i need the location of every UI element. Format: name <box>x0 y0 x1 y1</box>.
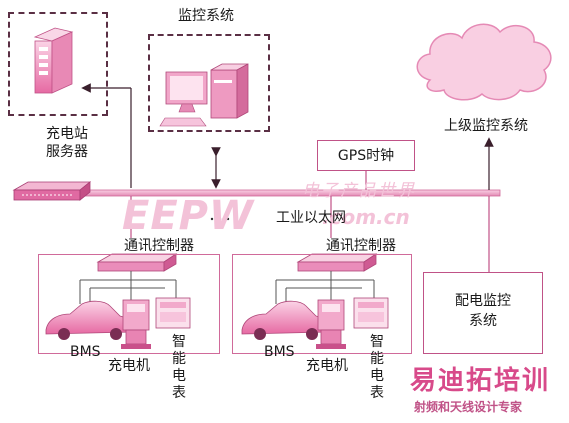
domain-watermark: .com.cn <box>322 205 410 229</box>
server-icon <box>33 27 74 94</box>
server-box <box>8 12 108 116</box>
right-smart-meter-char: 表 <box>370 385 384 401</box>
left-wiring <box>79 271 177 304</box>
network-switch-icon <box>12 181 92 201</box>
right-car-icon <box>241 300 329 340</box>
left-smart-meter-char: 电 <box>172 368 186 384</box>
superior-monitoring-label: 上级监控系统 <box>444 118 528 134</box>
right-comm-controller-label: 通讯控制器 <box>326 238 396 254</box>
monitoring-box <box>148 34 270 132</box>
distribution-label-line2: 系统 <box>469 313 497 329</box>
distribution-monitoring-box <box>423 272 543 354</box>
monitoring-system-label: 监控系统 <box>178 8 234 24</box>
server-label-line1: 充电站 <box>46 126 88 142</box>
right-smart-meter-char: 电 <box>370 368 384 384</box>
distribution-label-line1: 配电监控 <box>455 293 511 309</box>
left-bms-label: BMS <box>70 344 101 360</box>
right-smart-meter-label: 智 能 电 表 <box>370 334 384 402</box>
left-meter-icon <box>155 297 191 329</box>
brand-tagline: 射频和天线设计专家 <box>414 400 523 414</box>
right-smart-meter-char: 智 <box>370 334 384 350</box>
server-link-arrow <box>81 83 132 188</box>
left-smart-meter-label: 智 能 电 表 <box>172 334 186 402</box>
industrial-ethernet-label: 工业以太网 <box>276 210 346 226</box>
right-wiring <box>275 271 375 304</box>
left-site-box <box>38 254 220 354</box>
gps-clock-label: GPS时钟 <box>337 148 395 164</box>
left-charger-label: 充电机 <box>108 358 150 374</box>
left-smart-meter-char: 表 <box>172 385 186 401</box>
brand-watermark: 易迪拓培训 <box>410 366 551 396</box>
cloud-icon <box>416 23 552 101</box>
gps-clock-box <box>317 140 415 171</box>
left-charger-icon <box>121 299 151 349</box>
eepw-watermark: EEPW <box>122 193 255 239</box>
left-comm-controller-label: 通讯控制器 <box>124 238 194 254</box>
right-meter-icon <box>353 297 389 329</box>
right-site-box <box>232 254 412 354</box>
right-smart-meter-char: 能 <box>370 351 384 367</box>
server-label-line2: 服务器 <box>46 144 88 160</box>
chinese-watermark: 电子产品世界 <box>302 181 416 201</box>
right-bms-label: BMS <box>264 344 295 360</box>
left-smart-meter-char: 智 <box>172 334 186 350</box>
right-charger-icon <box>316 299 346 349</box>
computer-icon <box>159 63 249 127</box>
bus-dots <box>210 217 230 221</box>
left-smart-meter-char: 能 <box>172 351 186 367</box>
right-charger-label: 充电机 <box>306 358 348 374</box>
